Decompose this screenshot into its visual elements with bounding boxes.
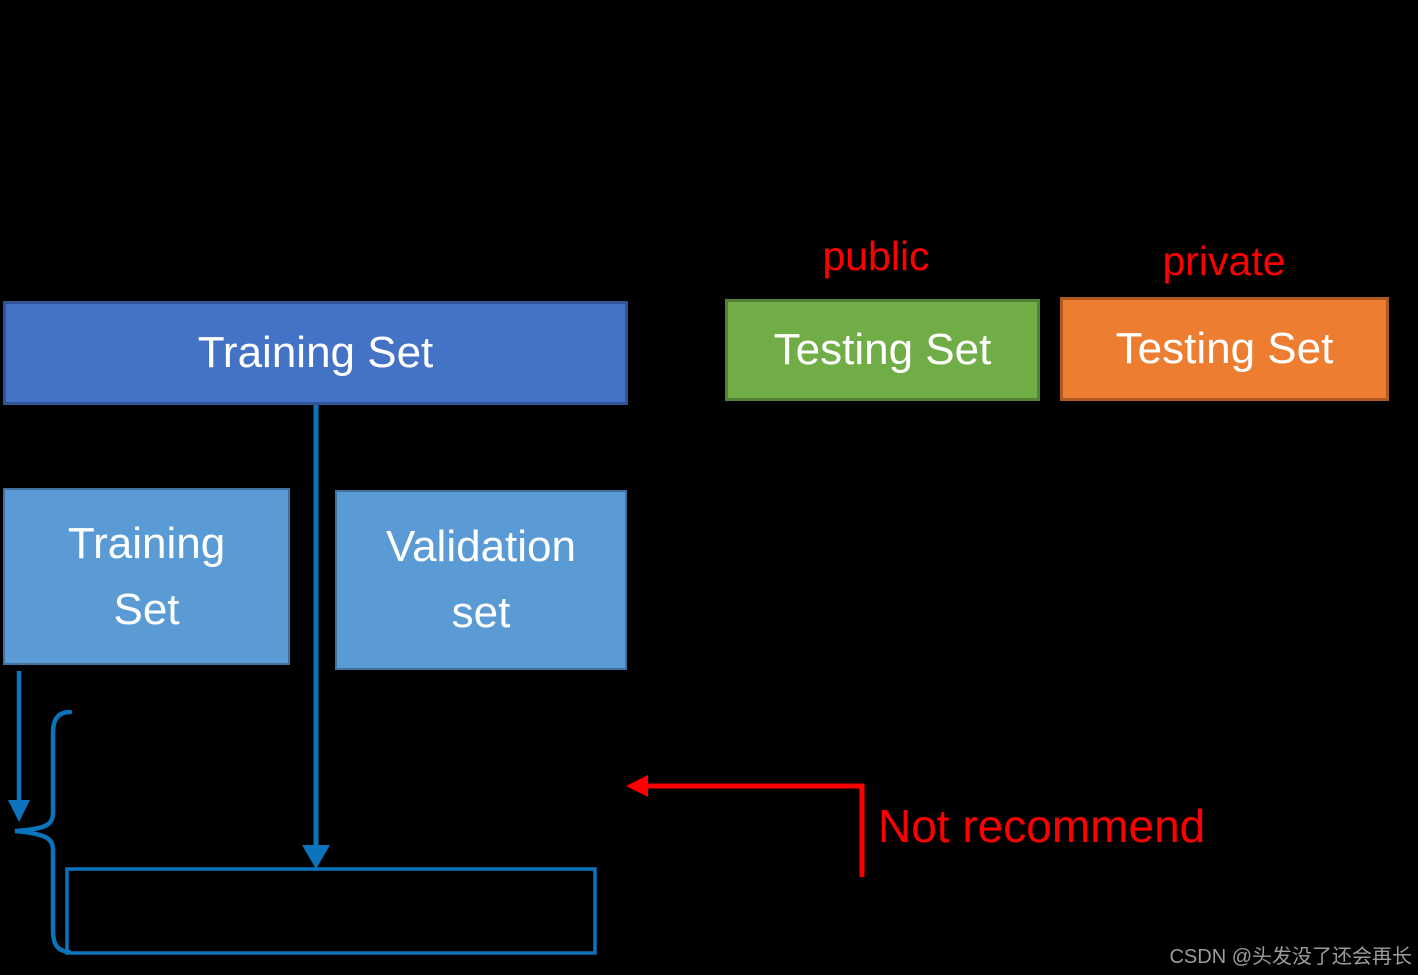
not-recommend-arrow	[626, 775, 865, 877]
private-testing-set-label: Testing Set	[1115, 324, 1334, 373]
sub-training-set-label-line2: Set	[113, 584, 180, 634]
private-label: private	[1162, 238, 1286, 284]
training-set-down-arrow	[302, 404, 330, 869]
validation-set-box: Validation set	[335, 490, 627, 670]
public-testing-set-label: Testing Set	[773, 325, 992, 374]
training-set-box: Training Set	[3, 301, 628, 405]
public-testing-set-box: Testing Set	[725, 299, 1040, 401]
private-testing-set-box: Testing Set	[1060, 297, 1389, 401]
full-training-outline-box	[65, 867, 597, 955]
validation-set-label-line2: set	[451, 588, 511, 637]
sub-training-down-arrow	[8, 671, 30, 822]
sub-training-set-label-line1: Training	[67, 518, 226, 568]
validation-set-label-line1: Validation	[386, 522, 576, 571]
not-recommend-label: Not recommend	[878, 800, 1206, 852]
public-label: public	[822, 233, 930, 279]
curly-brace	[14, 709, 73, 955]
csdn-watermark: CSDN @头发没了还会再长	[1169, 946, 1412, 968]
sub-training-set-box: Training Set	[3, 488, 290, 665]
training-set-box-label: Training Set	[197, 328, 434, 377]
